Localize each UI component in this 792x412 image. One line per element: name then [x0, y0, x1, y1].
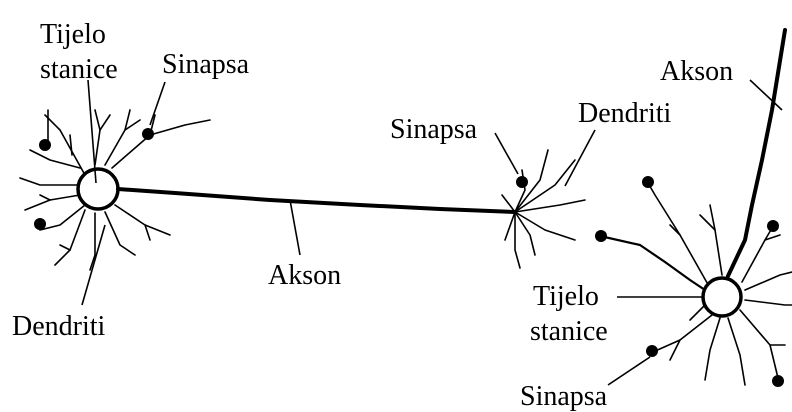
right-dendrites — [647, 182, 792, 386]
label-middle-dendrites: Dendriti — [578, 98, 672, 129]
label-right-synapse: Sinapsa — [520, 381, 608, 412]
leader-left-cell-body — [87, 79, 97, 184]
terminal-synapse-knob — [595, 230, 607, 242]
leader-left-dendrites — [81, 224, 106, 306]
middle-axon-fibre — [116, 187, 517, 214]
label-middle-synapse: Sinapsa — [390, 114, 478, 145]
left-synapse-knob-3 — [142, 128, 154, 140]
left-neuron — [19, 109, 211, 271]
right-cell-body — [701, 276, 743, 318]
axon-terminal — [501, 149, 707, 292]
leader-middle-axon — [289, 199, 301, 256]
left-synapse-knob-2 — [34, 218, 46, 230]
left-dendrites — [19, 109, 211, 271]
right-axon-fibre — [726, 28, 787, 278]
middle-synapse-knob — [516, 176, 528, 188]
right-synapse-knob-4 — [772, 375, 784, 387]
label-right-axon: Akson — [660, 56, 733, 87]
right-synapse-knob-1 — [642, 176, 654, 188]
label-right-cell-body-line2: stanice — [530, 316, 608, 347]
label-left-cell-body-line1: Tijelo — [40, 19, 106, 50]
label-middle-axon: Akson — [268, 260, 341, 291]
label-left-cell-body-line2: stanice — [40, 54, 118, 85]
right-synapse-knob-3 — [646, 345, 658, 357]
leader-middle-synapse — [494, 132, 519, 175]
leader-middle-dendrites — [564, 129, 596, 187]
left-cell-body — [76, 167, 120, 211]
leader-left-synapse — [149, 81, 166, 126]
label-left-synapse: Sinapsa — [162, 49, 250, 80]
label-right-cell-body-line1: Tijelo — [533, 281, 599, 312]
left-synapse-knob-1 — [39, 139, 51, 151]
leader-right-synapse — [607, 356, 651, 386]
right-synapse-knob-2 — [767, 220, 779, 232]
label-left-dendrites: Dendriti — [12, 311, 106, 342]
leader-right-axon — [749, 79, 783, 111]
